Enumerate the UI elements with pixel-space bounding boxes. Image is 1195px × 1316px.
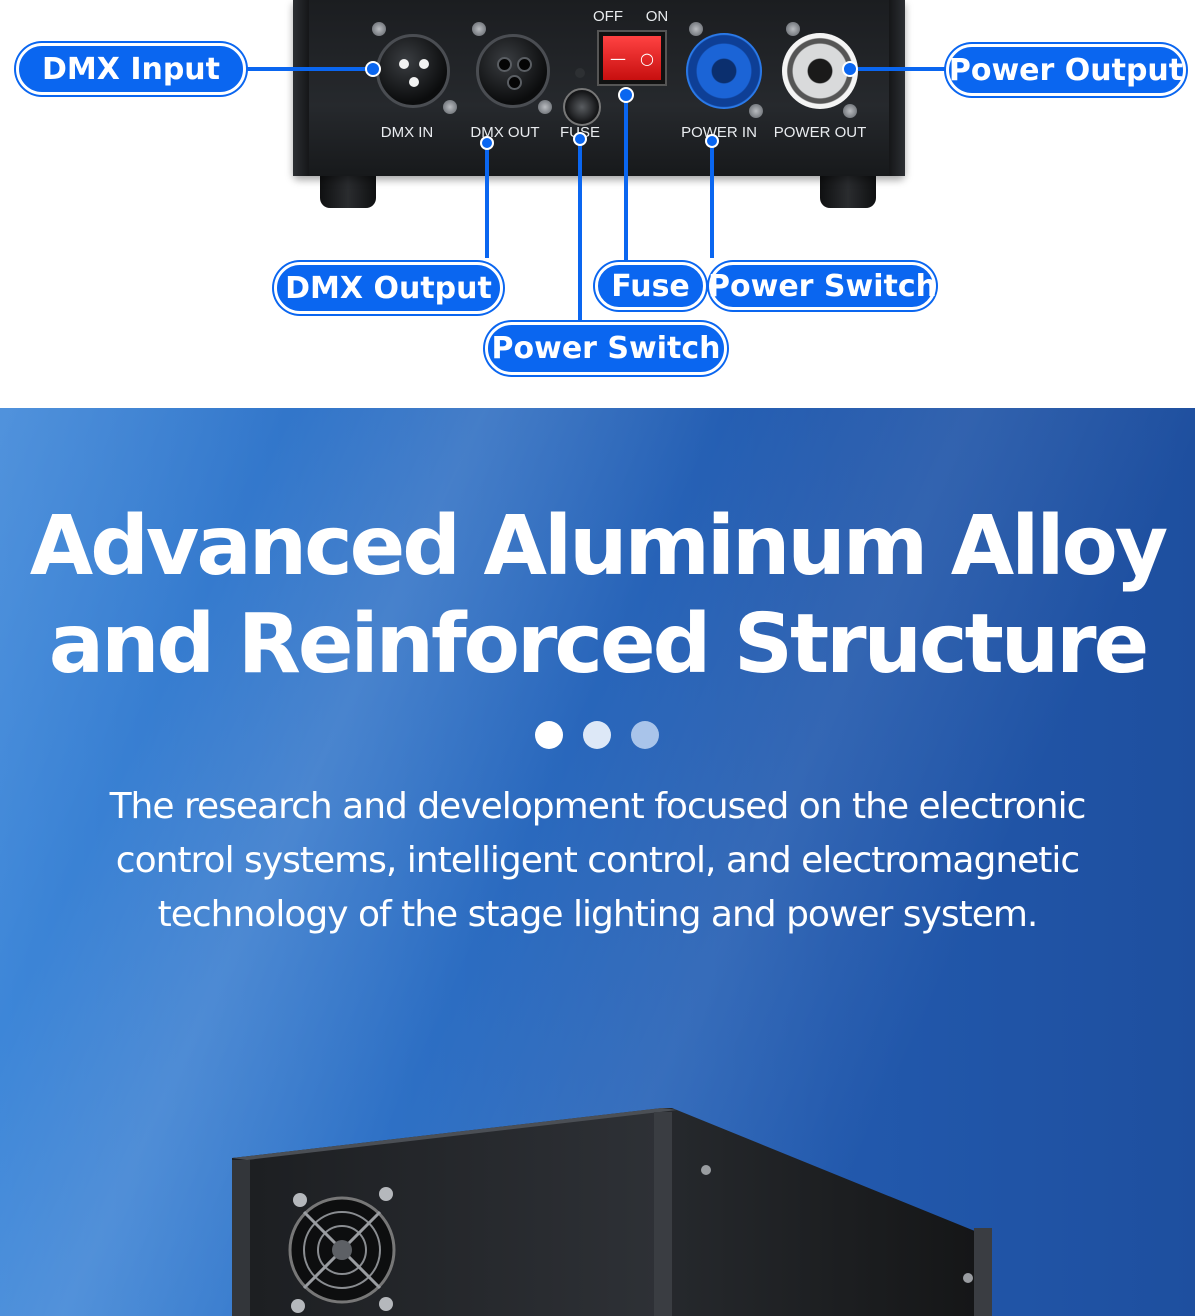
dot-1 [535,721,563,749]
fan-icon [288,1187,396,1313]
headline-line-2: and Reinforced Structure [48,597,1149,692]
product-enclosure-image [232,1108,992,1316]
screw-icon [472,22,486,36]
callout-dmx-input: DMX Input [16,43,246,95]
callout-power-switch-a: Power Switch [708,262,937,310]
callout-power-output: Power Output [946,44,1186,96]
description-line-3: technology of the stage lighting and pow… [157,894,1039,935]
rear-panel-section: OFF ON —○ DMX IN DMX OUT FUSE POWER IN P… [0,0,1195,408]
dot-3 [631,721,659,749]
screw-icon [689,22,703,36]
panel-foot-left [320,176,376,208]
screw-icon [443,100,457,114]
feature-section: Advanced Aluminum Alloy and Reinforced S… [0,408,1195,1316]
feature-description: The research and development focused on … [60,780,1135,942]
screw-icon [372,22,386,36]
screw-icon [843,104,857,118]
screw-icon [749,104,763,118]
power-in-connector [686,33,762,109]
power-rocker-switch[interactable]: —○ [597,30,667,86]
dmx-in-label: DMX IN [380,124,434,141]
dmx-out-connector [476,34,550,108]
screw-icon [786,22,800,36]
power-in-label: POWER IN [681,124,757,141]
description-line-1: The research and development focused on … [109,786,1087,827]
decorative-dots [535,721,659,749]
headline-line-1: Advanced Aluminum Alloy [29,499,1169,594]
power-out-connector [782,33,858,109]
power-out-label: POWER OUT [773,124,867,141]
switch-off-label: OFF [593,8,623,25]
indicator-led [575,68,585,78]
callout-power-switch-b: Power Switch [485,322,727,375]
dot-2 [583,721,611,749]
fuse-holder [563,88,601,126]
dmx-in-connector [376,34,450,108]
description-line-2: control systems, intelligent control, an… [115,840,1080,881]
callout-dmx-output: DMX Output [274,262,503,314]
screw-icon [538,100,552,114]
feature-headline: Advanced Aluminum Alloy and Reinforced S… [0,498,1195,694]
callout-fuse: Fuse [595,262,706,310]
switch-off-glyph: — [610,48,626,68]
fuse-label: FUSE [559,124,601,141]
switch-on-glyph: ○ [640,48,654,68]
dmx-out-label: DMX OUT [470,124,540,141]
panel-foot-right [820,176,876,208]
switch-on-label: ON [645,8,669,25]
